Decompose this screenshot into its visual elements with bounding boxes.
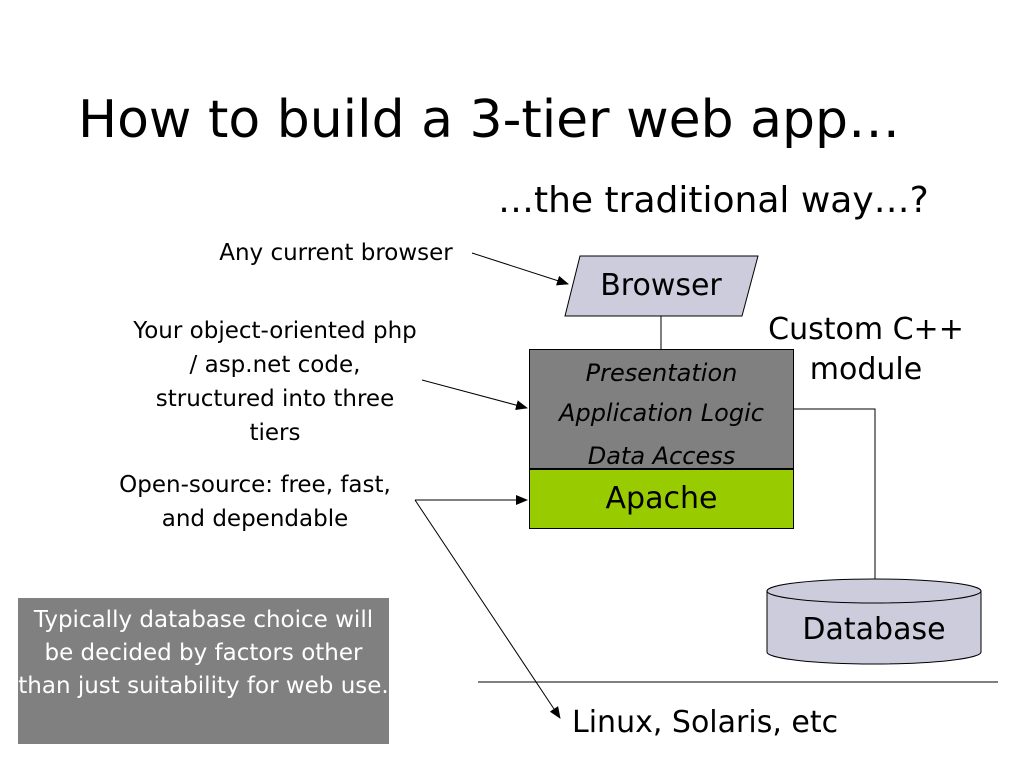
database-cylinder bbox=[766, 578, 982, 665]
note-code: Your object-oriented php / asp.net code,… bbox=[133, 318, 417, 446]
layer-data-access: Data Access bbox=[587, 442, 736, 470]
note-operating-systems: Linux, Solaris, etc bbox=[572, 705, 839, 740]
stack-database-connector bbox=[794, 408, 876, 582]
browser-label: Browser bbox=[600, 268, 722, 303]
browser-shape bbox=[564, 255, 759, 317]
layer-application-logic: Application Logic bbox=[559, 399, 764, 427]
slide-title: How to build a 3-tier web app… bbox=[78, 90, 901, 150]
arrow-browser bbox=[471, 252, 569, 286]
slide-subtitle: …the traditional way…? bbox=[498, 180, 929, 221]
note-open-source: Open-source: free, fast, and dependable bbox=[119, 472, 391, 532]
arrow-os bbox=[414, 499, 561, 719]
application-stack: Presentation Application Logic Data Acce… bbox=[529, 349, 794, 470]
note-custom-module: Custom C++ module bbox=[768, 312, 964, 387]
apache-box: Apache bbox=[529, 469, 794, 529]
database-label: Database bbox=[802, 612, 946, 647]
note-browser: Any current browser bbox=[219, 240, 453, 266]
arrow-code bbox=[421, 379, 528, 410]
database-choice-callout: Typically database choice will be decide… bbox=[18, 598, 389, 744]
layer-presentation: Presentation bbox=[585, 359, 738, 387]
